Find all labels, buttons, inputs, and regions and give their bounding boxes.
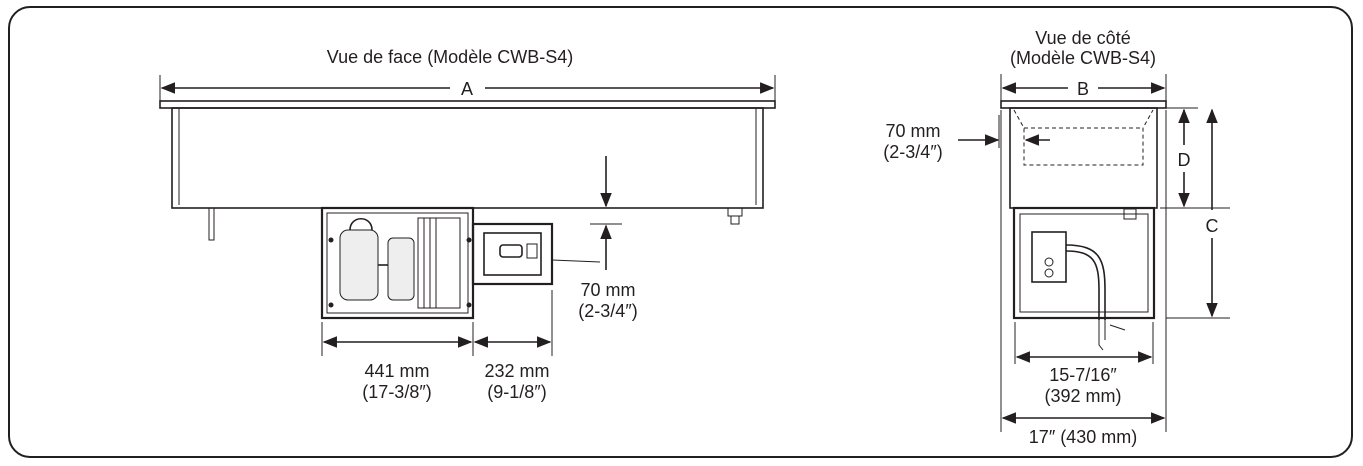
dim-inner-in: 15-7/16″ — [1049, 365, 1117, 385]
drawing-frame — [8, 6, 1353, 458]
display-window — [499, 244, 523, 258]
power-switch — [526, 243, 538, 259]
drop-mm-label: 70 mm — [580, 280, 635, 300]
side-condensing-unit — [1012, 206, 1156, 320]
right-fitting — [727, 207, 743, 217]
dim-c-label: C — [1206, 216, 1219, 236]
drop-in-label: (2-3/4″) — [578, 301, 637, 321]
condensing-unit-inner — [326, 212, 469, 314]
dim-outer-label: 17″ (430 mm) — [1029, 427, 1137, 447]
right-fitting-stem — [730, 215, 740, 225]
condenser-coil — [417, 217, 461, 309]
side-power-cord — [1098, 320, 1126, 351]
dim-232-in: (9-1/8″) — [487, 382, 546, 402]
side-well-body — [1009, 107, 1158, 209]
refrigerant-tube — [349, 217, 373, 231]
dim-a-label: A — [461, 79, 473, 99]
dim-inner-mm: (392 mm) — [1044, 386, 1121, 406]
left-drain-pipe — [208, 207, 215, 241]
well-top-rim — [159, 100, 776, 109]
side-conduit — [1065, 244, 1106, 320]
dim-b-label: B — [1077, 79, 1089, 99]
control-box — [471, 222, 554, 286]
front-view: Vue de face (Modèle CWB-S4) A — [159, 47, 776, 402]
side-well-rim — [1000, 100, 1167, 109]
front-view-title: Vue de face (Modèle CWB-S4) — [327, 47, 573, 67]
receiver — [387, 237, 415, 301]
side-view: Vue de côté (Modèle CWB-S4) B 70 mm (2-3… — [883, 28, 1230, 447]
dim-232-mm: 232 mm — [484, 361, 549, 381]
well-body — [171, 107, 764, 209]
side-control-box — [1031, 231, 1067, 283]
dim-441-in: (17-3/8″) — [362, 382, 431, 402]
gap-in-label: (2-3/4″) — [883, 142, 942, 162]
dim-441-mm: 441 mm — [364, 361, 429, 381]
dim-d-label: D — [1178, 150, 1191, 170]
power-cord — [551, 259, 601, 263]
side-view-title-1: Vue de côté — [1035, 28, 1130, 48]
gap-mm-label: 70 mm — [885, 121, 940, 141]
compressor — [339, 229, 379, 301]
side-unit-inner — [1019, 213, 1149, 313]
control-panel — [483, 232, 542, 276]
side-view-title-2: (Modèle CWB-S4) — [1010, 48, 1156, 68]
side-well-pan-outline — [1013, 109, 1154, 166]
